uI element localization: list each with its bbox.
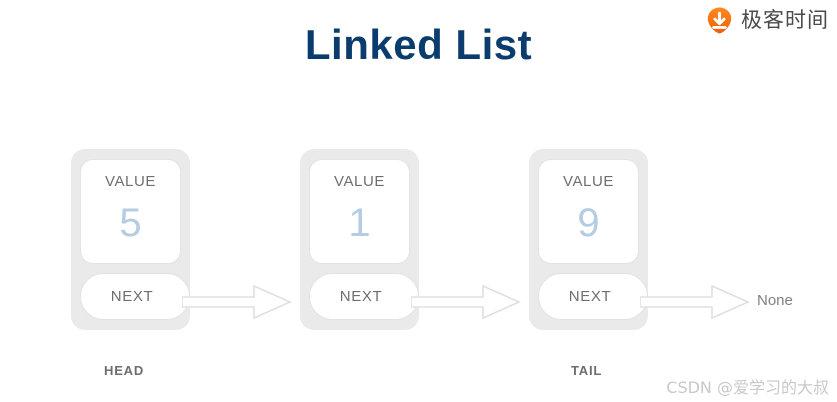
next-box: NEXT — [538, 273, 648, 320]
null-terminator-label: None — [757, 292, 793, 309]
brand-logo: 极客时间 — [705, 6, 829, 35]
pointer-arrow-icon — [182, 284, 292, 320]
head-pointer-label: HEAD — [104, 363, 145, 378]
list-node: VALUE 1 NEXT — [300, 149, 419, 330]
value-number: 1 — [348, 201, 371, 245]
value-box: VALUE 1 — [309, 159, 410, 264]
geekbang-pin-icon — [705, 6, 734, 35]
pointer-arrow-icon — [411, 284, 521, 320]
value-box: VALUE 5 — [80, 159, 181, 264]
next-box: NEXT — [309, 273, 419, 320]
value-label: VALUE — [562, 173, 615, 190]
page-title: Linked List — [304, 21, 533, 68]
brand-name: 极客时间 — [741, 8, 829, 32]
pointer-arrow-icon — [640, 284, 750, 320]
next-label: NEXT — [568, 288, 612, 305]
next-label: NEXT — [110, 288, 154, 305]
tail-pointer-label: TAIL — [571, 363, 603, 378]
watermark: CSDN @爱学习的大叔 — [666, 378, 829, 397]
value-number: 9 — [577, 201, 600, 245]
list-node: VALUE 5 NEXT — [71, 149, 190, 330]
next-label: NEXT — [339, 288, 383, 305]
value-number: 5 — [119, 201, 142, 245]
value-box: VALUE 9 — [538, 159, 639, 264]
next-box: NEXT — [80, 273, 190, 320]
value-label: VALUE — [333, 173, 386, 190]
list-node: VALUE 9 NEXT — [529, 149, 648, 330]
value-label: VALUE — [104, 173, 157, 190]
